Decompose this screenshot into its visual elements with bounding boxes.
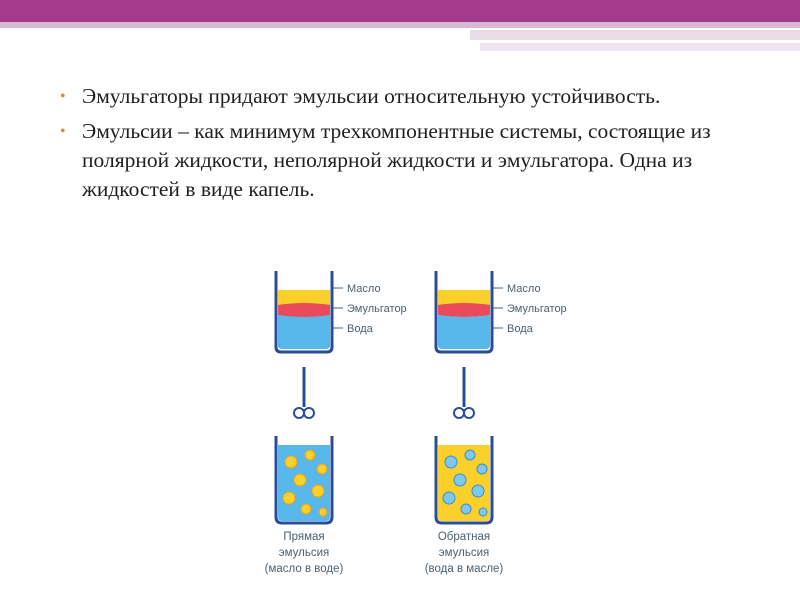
emulsion-diagram: Масло Эмульгатор Вода Масло Эмульгатор В… <box>265 271 567 575</box>
left-layer-labels: Масло Эмульгатор Вода <box>333 283 407 335</box>
bullet-icon: • <box>60 123 66 140</box>
right-layer-labels: Масло Эмульгатор Вода <box>493 283 567 335</box>
caption-line: Прямая <box>283 531 324 543</box>
left-stirrer-icon <box>293 367 315 419</box>
bullet-text: Эмульгаторы придают эмульсии относительн… <box>82 84 661 108</box>
left-emulsion-beaker <box>274 436 334 525</box>
left-caption: Прямая эмульсия (масло в воде) <box>265 531 344 575</box>
caption-line: эмульсия <box>439 547 490 559</box>
bullet-text: Эмульсии – как минимум трехкомпонентные … <box>82 119 711 201</box>
bullet-icon: • <box>60 88 66 105</box>
caption-line: эмульсия <box>279 547 330 559</box>
bullet-item: • Эмульсии – как минимум трехкомпонентны… <box>60 117 780 204</box>
caption-line: Обратная <box>438 531 490 543</box>
label-oil: Масло <box>507 283 541 295</box>
header-band <box>0 0 800 28</box>
caption-line: (масло в воде) <box>265 563 344 575</box>
label-oil: Масло <box>347 283 381 295</box>
label-emulsifier: Эмульгатор <box>507 303 567 315</box>
label-water: Вода <box>507 323 534 335</box>
caption-line: (вода в масле) <box>425 563 504 575</box>
right-caption: Обратная эмульсия (вода в масле) <box>425 531 504 575</box>
bullet-item: • Эмульгаторы придают эмульсии относител… <box>60 82 780 111</box>
right-stirrer-icon <box>453 367 475 419</box>
label-water: Вода <box>347 323 374 335</box>
header-accent-lines <box>470 30 800 51</box>
right-emulsion-beaker <box>434 436 494 525</box>
left-layered-beaker <box>274 271 334 354</box>
label-emulsifier: Эмульгатор <box>347 303 407 315</box>
right-layered-beaker <box>434 271 494 354</box>
bullet-list: • Эмульгаторы придают эмульсии относител… <box>60 82 780 210</box>
